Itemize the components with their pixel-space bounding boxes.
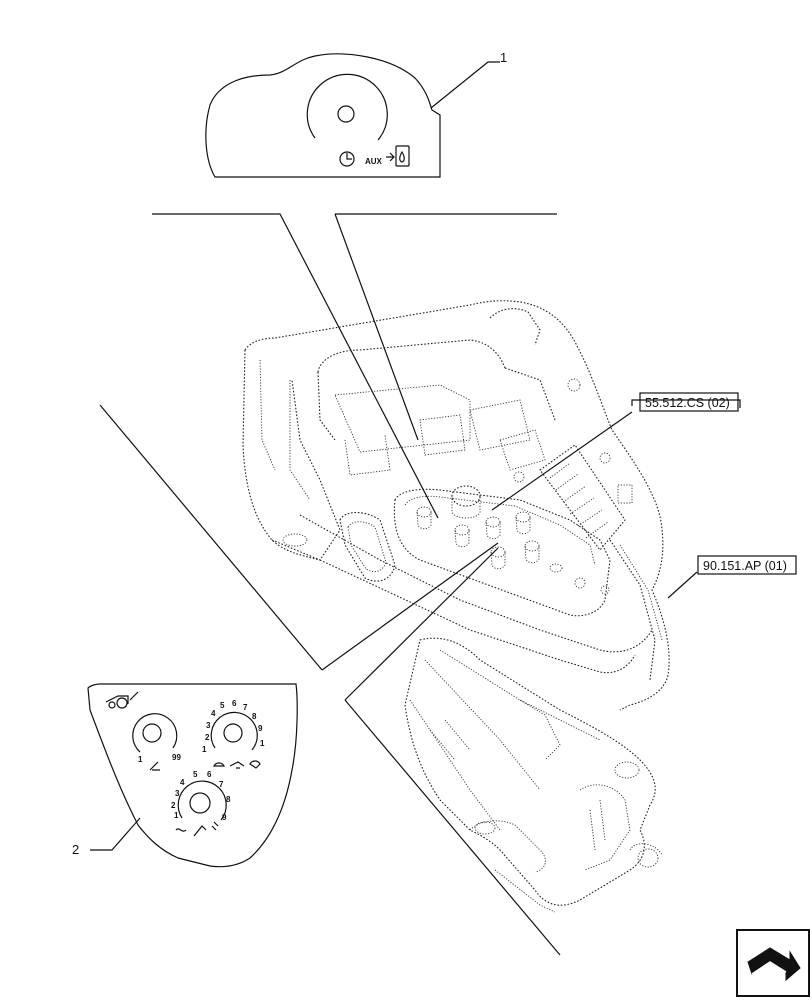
svg-text:5: 5: [220, 701, 225, 710]
leader-long-a: [99, 404, 323, 671]
ref-label-b: 90.151.AP (01): [703, 559, 787, 573]
rabbit-icon: [249, 760, 261, 769]
wave-icon: [175, 828, 187, 832]
svg-text:1: 1: [202, 745, 207, 754]
shock-icon: [211, 821, 219, 831]
turtle-icon: [213, 762, 225, 767]
svg-text:4: 4: [180, 778, 185, 787]
ref-box-b: [697, 555, 797, 575]
svg-text:1: 1: [138, 755, 143, 764]
ref-label-a: 55.512.CS (02): [645, 396, 730, 410]
clock-icon: [339, 151, 355, 167]
svg-text:9: 9: [222, 813, 227, 822]
leader-decal2-b: [344, 547, 499, 701]
depth-icon: [149, 761, 160, 771]
console-assembly: [242, 300, 670, 711]
leader-ref-b: [667, 571, 698, 599]
aux-oil-icon: [386, 145, 410, 167]
decal-1: AUX: [205, 53, 441, 178]
aux-label: AUX: [365, 157, 383, 166]
depth-icon-2: [193, 825, 207, 837]
slow-arrow-icon: [229, 761, 245, 769]
dial-b: 3 4 5 6 7 8 9 1 2 1: [202, 699, 265, 769]
svg-text:1: 1: [174, 811, 179, 820]
leader-1: [430, 61, 500, 109]
svg-text:5: 5: [193, 770, 198, 779]
svg-text:3: 3: [206, 721, 211, 730]
dial-knob-icon: [306, 73, 388, 141]
svg-text:3: 3: [175, 789, 180, 798]
svg-text:8: 8: [252, 712, 257, 721]
leader-decal2-a: [321, 542, 499, 671]
leader-ref-a: [491, 399, 741, 511]
dial-a: 1 99: [132, 713, 181, 771]
svg-text:6: 6: [207, 770, 212, 779]
svg-text:6: 6: [232, 699, 237, 708]
leader-decal1-a: [152, 213, 439, 519]
tractor-hitch-icon: [105, 691, 139, 709]
callout-2: 2: [72, 842, 79, 857]
armrest-bracket: [404, 637, 663, 913]
svg-text:99: 99: [172, 753, 181, 762]
svg-text:2: 2: [205, 733, 210, 742]
svg-text:1: 1: [260, 739, 265, 748]
leader-decal1-b: [334, 213, 557, 441]
callout-1: 1: [500, 50, 507, 65]
svg-text:9: 9: [258, 724, 263, 733]
svg-text:7: 7: [219, 780, 224, 789]
svg-text:7: 7: [243, 703, 248, 712]
svg-text:4: 4: [211, 709, 216, 718]
leader-2: [90, 817, 141, 851]
ref-box-a: [639, 392, 739, 412]
next-page-arrow-icon[interactable]: [736, 929, 810, 997]
dial-c: 3 4 5 6 7 8 9 2 1: [171, 770, 231, 837]
leader-long-b: [344, 699, 561, 956]
svg-text:2: 2: [171, 801, 176, 810]
decal-2: 1 99 3 4 5 6 7 8 9 1 2 1 3 4 5: [87, 683, 298, 868]
svg-text:8: 8: [226, 795, 231, 804]
